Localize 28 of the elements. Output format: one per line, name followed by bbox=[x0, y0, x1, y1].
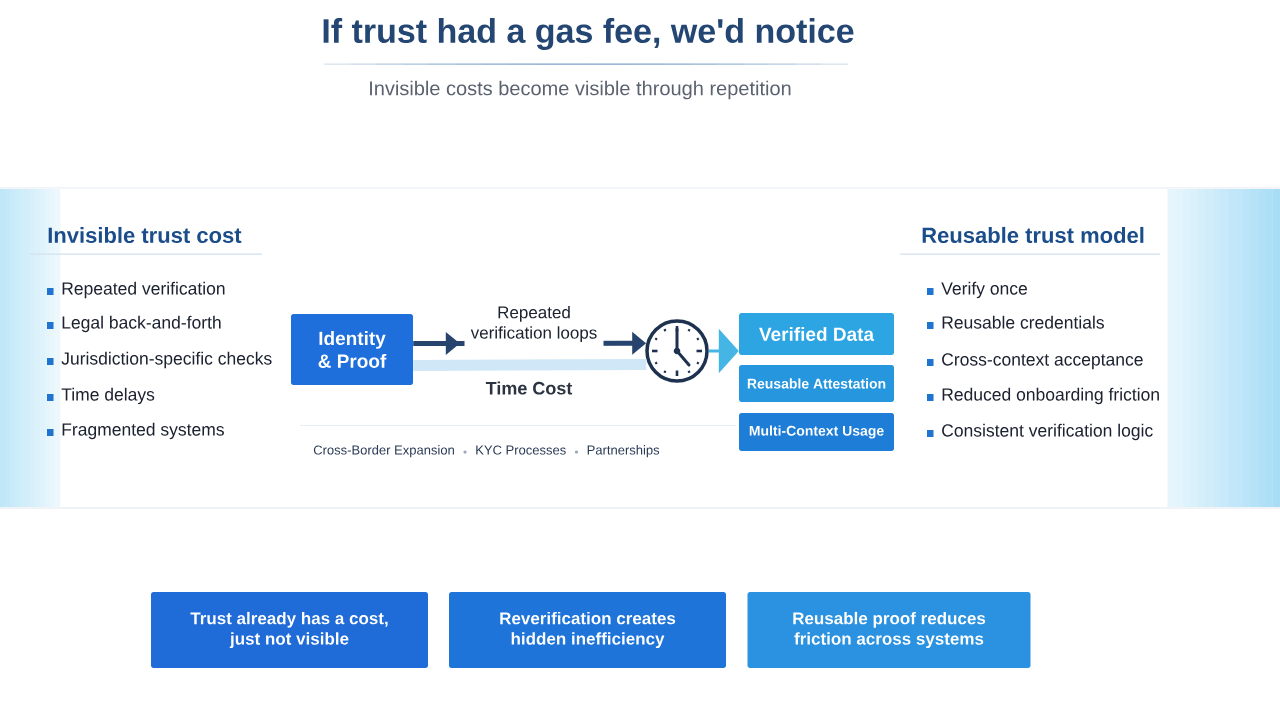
list-item: Consistent verification logic bbox=[942, 423, 1153, 441]
title: If trust had a gas fee, we'd notice bbox=[323, 18, 854, 50]
tag-label: Cross-Border Expansion bbox=[313, 445, 454, 458]
list-item: Reduced onboarding friction bbox=[942, 387, 1159, 405]
list-item: Fragmented systems bbox=[62, 422, 224, 440]
tag-label: KYC Processes bbox=[476, 445, 566, 455]
result-box: Multi-Context Usage bbox=[739, 413, 894, 451]
list-item: Reusable credentials bbox=[942, 315, 1104, 329]
list-item: Cross-context acceptance bbox=[942, 353, 1143, 370]
list-item: Legal back-and-forth bbox=[62, 315, 221, 333]
clock-icon bbox=[645, 319, 709, 383]
list-item: Jurisdiction-specific checks bbox=[61, 351, 272, 369]
subtitle: Invisible costs become visible through repetition bbox=[370, 80, 791, 100]
list-item: Time delays bbox=[61, 387, 155, 405]
result-box: Reusable Attestation bbox=[739, 365, 894, 402]
section-heading: Invisible trust cost bbox=[48, 226, 242, 244]
summary-box: Reverification creates hidden inefficiency bbox=[449, 592, 726, 668]
connector-band bbox=[413, 358, 647, 371]
tag-label: Partnerships bbox=[587, 445, 660, 458]
edge-label: Repeated verification loops bbox=[464, 301, 604, 347]
edge-label: Time Cost bbox=[481, 377, 577, 399]
section-heading: Reusable trust model bbox=[922, 226, 1144, 244]
process-box: Identity & Proof bbox=[291, 314, 413, 385]
result-box: Verified Data bbox=[739, 313, 894, 355]
list-item: Repeated verification bbox=[62, 281, 225, 299]
list-item: Verify once bbox=[941, 281, 1027, 299]
summary-box: Reusable proof reduces friction across systems bbox=[747, 592, 1031, 668]
summary-box: Trust already has a cost, just not visible bbox=[151, 592, 428, 668]
